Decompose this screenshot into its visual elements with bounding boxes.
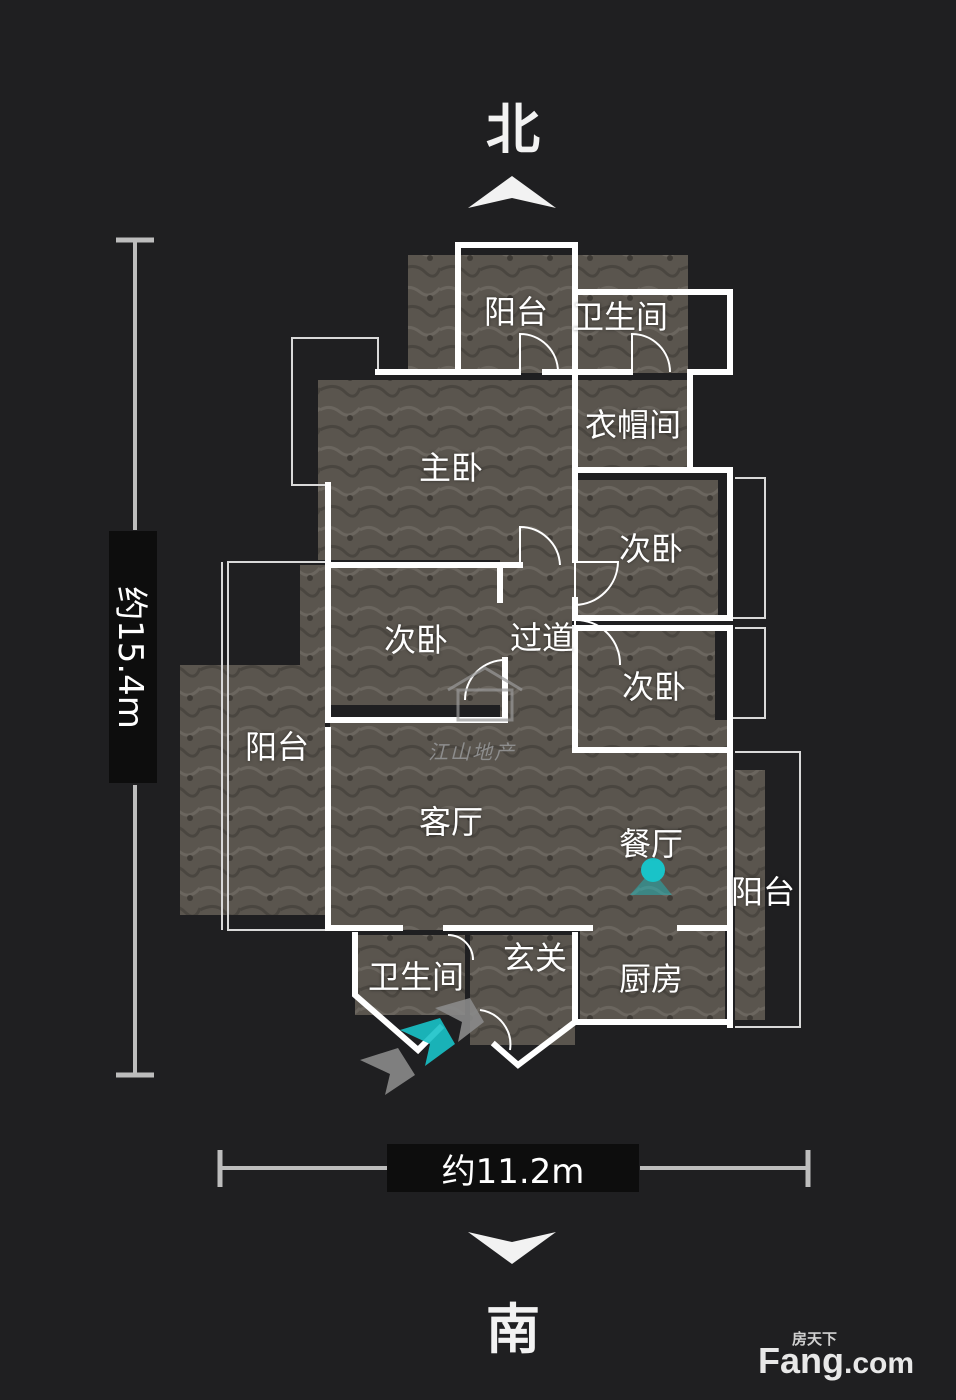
brand-name: Fang [758, 1340, 844, 1381]
room-dining-room: 餐厅 [618, 825, 684, 863]
room-bedroom-west: 次卧 [383, 621, 449, 659]
brand-logo: 房天下 Fang.com [758, 1328, 948, 1388]
brand-top-text: 房天下 [792, 1330, 838, 1348]
room-corridor: 过道 [509, 619, 575, 657]
room-balcony-north: 阳台 [483, 293, 549, 331]
walls [325, 242, 733, 1069]
room-entrance: 玄关 [502, 939, 568, 977]
width-dimension-label: 约11.2m [441, 1151, 585, 1192]
room-master-bedroom: 主卧 [418, 449, 484, 487]
south-arrow-icon [468, 1232, 556, 1264]
width-dimension-line [217, 1150, 811, 1187]
room-bathroom-north: 卫生间 [571, 298, 669, 336]
room-balcony-east: 阳台 [730, 873, 796, 911]
north-arrow-icon [468, 176, 556, 208]
viewpoint-marker-icon [630, 858, 672, 895]
balcony-railings [221, 337, 801, 1028]
watermark-logo [447, 666, 523, 722]
room-bedroom-east-lower: 次卧 [621, 668, 687, 706]
brand-suffix: .com [844, 1347, 915, 1380]
width-dimension-box: 约11.2m [387, 1144, 639, 1192]
room-bathroom-south: 卫生间 [367, 958, 465, 996]
room-living-room: 客厅 [418, 803, 484, 841]
room-closet: 衣帽间 [584, 406, 682, 444]
entrance-arrows-icon [360, 998, 484, 1095]
floor-areas [180, 255, 765, 1045]
south-label: 南 [486, 1298, 540, 1361]
watermark-text: 江山地产 [428, 740, 516, 764]
room-bedroom-east-upper: 次卧 [618, 530, 684, 568]
north-label: 北 [486, 98, 540, 161]
room-balcony-west: 阳台 [244, 728, 310, 766]
height-dimension-line [116, 237, 154, 1078]
door-swings [447, 332, 671, 1051]
room-kitchen: 厨房 [618, 960, 684, 998]
height-dimension-box: 约15.4m [109, 531, 157, 783]
